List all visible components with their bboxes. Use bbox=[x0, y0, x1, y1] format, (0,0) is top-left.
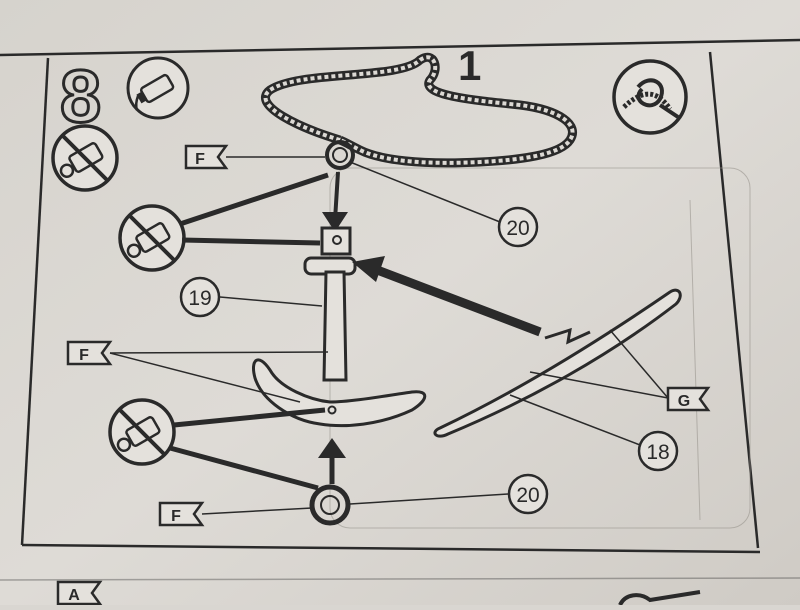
paint-flag-shank: F bbox=[66, 340, 329, 403]
glue-tube-icon bbox=[126, 56, 190, 120]
knot-rope-icon bbox=[612, 59, 688, 135]
no-glue-icon-shank bbox=[118, 204, 186, 272]
arrow-ring-to-shank bbox=[322, 171, 348, 232]
anchor-shank bbox=[252, 226, 427, 428]
part-number-label: 19 bbox=[188, 287, 211, 310]
rope bbox=[261, 53, 577, 168]
paint-code-label: F bbox=[195, 151, 205, 168]
paint-flag-next-step: A bbox=[56, 580, 103, 606]
part-number-label: 20 bbox=[506, 217, 529, 240]
callout-part-18: 18 bbox=[509, 394, 679, 472]
sub-step-number: 1 bbox=[458, 42, 481, 89]
partial-part-bottom-right bbox=[618, 590, 701, 607]
no-glue-icon-arms bbox=[108, 398, 176, 466]
part-number-label: 20 bbox=[516, 484, 539, 507]
callout-part-19: 19 bbox=[179, 276, 323, 318]
ring-top bbox=[325, 140, 355, 170]
paint-code-label: F bbox=[171, 508, 181, 525]
part-number-label: 18 bbox=[646, 441, 669, 464]
page-frame bbox=[0, 38, 800, 581]
paint-flag-ring-top: F bbox=[184, 144, 325, 170]
no-glue-icon bbox=[51, 124, 119, 192]
paint-code-label: F bbox=[79, 347, 89, 364]
anchor-stock bbox=[433, 288, 682, 438]
arrow-ring-to-arms bbox=[318, 438, 346, 484]
ring-bottom bbox=[309, 484, 351, 526]
paint-flag-stock: G bbox=[529, 329, 711, 412]
callout-part-20-top: 20 bbox=[349, 161, 539, 248]
paint-code-label: A bbox=[68, 587, 80, 604]
callout-part-20-bottom: 20 bbox=[349, 473, 549, 515]
no-glue-leader-lines-bottom bbox=[169, 407, 326, 491]
paint-code-label: G bbox=[678, 393, 690, 410]
no-glue-leader-lines-top bbox=[179, 172, 329, 246]
paint-flag-ring-bottom: F bbox=[158, 501, 313, 527]
arrow-stock-to-shank bbox=[352, 256, 542, 337]
